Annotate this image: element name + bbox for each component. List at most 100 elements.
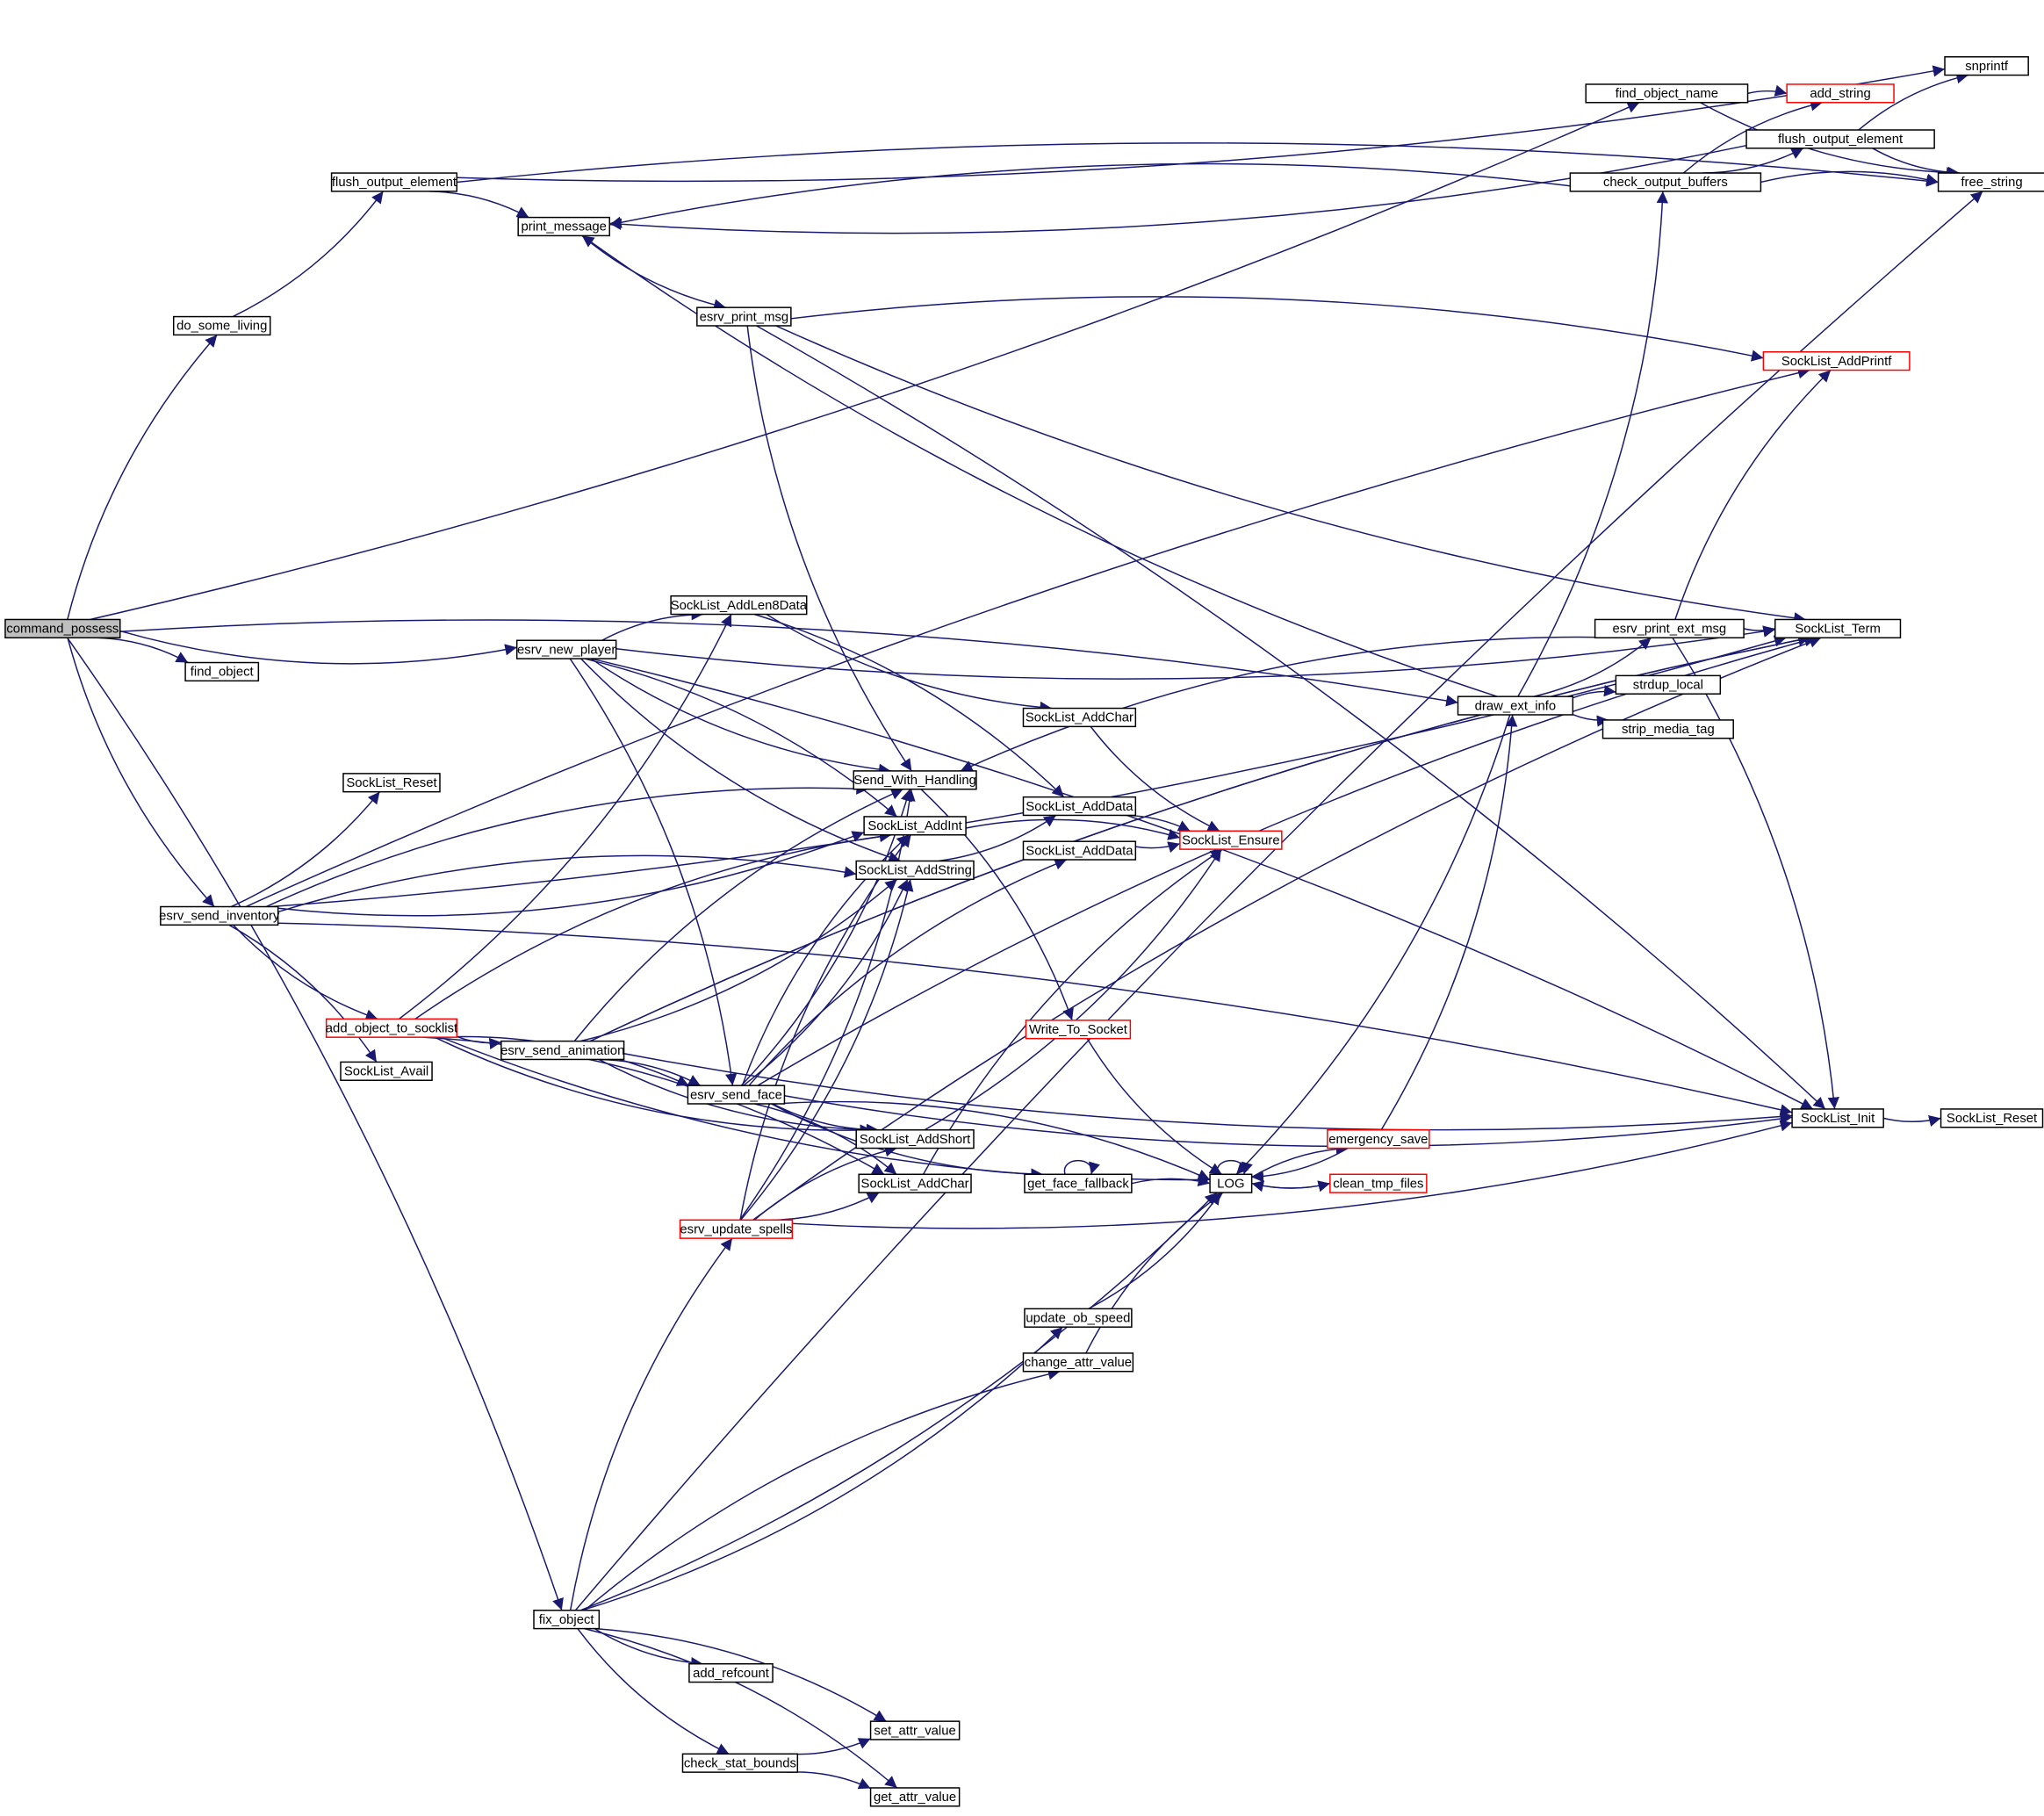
node-find-object[interactable]: find_object — [184, 661, 260, 682]
node-box[interactable] — [1944, 56, 2029, 76]
node-strip-media-tag[interactable]: strip_media_tag — [1601, 719, 1734, 739]
node-socklist-addstring[interactable]: SockList_AddString — [855, 860, 975, 881]
node-draw-ext-info[interactable]: draw_ext_info — [1457, 695, 1574, 716]
node-check-stat-bounds[interactable]: check_stat_bounds — [681, 1753, 799, 1773]
node-box[interactable] — [330, 172, 458, 192]
node-strdup-local[interactable]: strdup_local — [1615, 674, 1722, 695]
node-box[interactable] — [670, 595, 808, 616]
node-box[interactable] — [688, 1662, 774, 1683]
node-esrv-send-face[interactable]: esrv_send_face — [687, 1085, 786, 1105]
node-box[interactable] — [855, 1128, 975, 1149]
node-add-object-to-socklist[interactable]: add_object_to_socklist — [325, 1018, 458, 1038]
node-socklist-reset-b[interactable]: SockList_Reset — [1940, 1108, 2044, 1128]
node-log[interactable]: LOG — [1209, 1173, 1253, 1193]
node-socklist-adddata-b[interactable]: SockList_AddData — [1022, 840, 1137, 861]
node-box[interactable] — [869, 1720, 961, 1740]
node-socklist-reset-a[interactable]: SockList_Reset — [342, 773, 441, 793]
node-box[interactable] — [500, 1040, 625, 1061]
node-box[interactable] — [1022, 840, 1137, 861]
node-emergency-save[interactable]: emergency_save — [1327, 1128, 1430, 1149]
node-box[interactable] — [1585, 83, 1749, 104]
node-flush-output-element-a[interactable]: flush_output_element — [330, 172, 458, 192]
node-box[interactable] — [1179, 830, 1283, 850]
node-box[interactable] — [1594, 618, 1745, 639]
node-box[interactable] — [1786, 83, 1895, 104]
node-get-attr-value[interactable]: get_attr_value — [869, 1787, 961, 1807]
node-box[interactable] — [515, 639, 617, 659]
node-socklist-addchar-a[interactable]: SockList_AddChar — [1022, 707, 1137, 728]
node-update-ob-speed[interactable]: update_ob_speed — [1024, 1308, 1133, 1328]
node-box[interactable] — [340, 1061, 433, 1081]
node-socklist-addint[interactable]: SockList_AddInt — [863, 816, 967, 836]
node-snprintf[interactable]: snprintf — [1944, 56, 2029, 76]
node-box[interactable] — [853, 770, 977, 790]
node-box[interactable] — [679, 1219, 794, 1239]
node-free-string[interactable]: free_string — [1937, 172, 2044, 192]
node-add-refcount[interactable]: add_refcount — [688, 1662, 774, 1683]
node-box[interactable] — [858, 1173, 972, 1193]
node-box[interactable] — [517, 216, 610, 237]
node-box[interactable] — [4, 618, 121, 639]
node-box[interactable] — [342, 773, 441, 793]
node-socklist-init[interactable]: SockList_Init — [1791, 1108, 1884, 1128]
node-box[interactable] — [855, 860, 975, 881]
node-esrv-update-spells[interactable]: esrv_update_spells — [679, 1219, 794, 1239]
node-box[interactable] — [1022, 796, 1137, 817]
node-socklist-adddata-a[interactable]: SockList_AddData — [1022, 796, 1137, 817]
node-box[interactable] — [1025, 1020, 1132, 1040]
node-box[interactable] — [863, 816, 967, 836]
node-box[interactable] — [533, 1610, 601, 1630]
node-box[interactable] — [184, 661, 260, 682]
node-box[interactable] — [687, 1085, 786, 1105]
node-box[interactable] — [1209, 1173, 1253, 1193]
node-socklist-addchar-b[interactable]: SockList_AddChar — [858, 1173, 972, 1193]
node-set-attr-value[interactable]: set_attr_value — [869, 1720, 961, 1740]
node-send-with-handling[interactable]: Send_With_Handling — [853, 770, 977, 790]
node-box[interactable] — [1024, 1308, 1133, 1328]
node-box[interactable] — [1457, 695, 1574, 716]
node-get-face-fallback[interactable]: get_face_fallback — [1024, 1173, 1133, 1193]
node-box[interactable] — [1940, 1108, 2044, 1128]
node-box[interactable] — [325, 1018, 458, 1038]
node-socklist-addprintf[interactable]: SockList_AddPrintf — [1762, 350, 1911, 371]
node-box[interactable] — [1024, 1173, 1133, 1193]
node-box[interactable] — [1022, 1352, 1134, 1373]
node-box[interactable] — [1022, 707, 1137, 728]
node-box[interactable] — [1937, 172, 2044, 192]
node-write-to-socket[interactable]: Write_To_Socket — [1025, 1020, 1132, 1040]
node-socklist-addlen8data[interactable]: SockList_AddLen8Data — [670, 595, 808, 616]
node-esrv-print-msg[interactable]: esrv_print_msg — [696, 306, 792, 327]
node-box[interactable] — [1791, 1108, 1884, 1128]
node-change-attr-value[interactable]: change_attr_value — [1022, 1352, 1134, 1373]
node-box[interactable] — [172, 315, 271, 336]
node-esrv-send-animation[interactable]: esrv_send_animation — [500, 1040, 625, 1061]
node-check-output-buffers[interactable]: check_output_buffers — [1569, 172, 1762, 192]
node-box[interactable] — [1601, 719, 1734, 739]
node-esrv-print-ext-msg[interactable]: esrv_print_ext_msg — [1594, 618, 1745, 639]
node-esrv-send-inventory[interactable]: esrv_send_inventory — [159, 905, 280, 926]
node-socklist-avail[interactable]: SockList_Avail — [340, 1061, 433, 1081]
node-box[interactable] — [1569, 172, 1762, 192]
node-socklist-addshort[interactable]: SockList_AddShort — [855, 1128, 975, 1149]
node-esrv-new-player[interactable]: esrv_new_player — [515, 639, 617, 659]
node-clean-tmp-files[interactable]: clean_tmp_files — [1329, 1173, 1428, 1193]
node-box[interactable] — [1774, 618, 1902, 639]
node-socklist-ensure[interactable]: SockList_Ensure — [1179, 830, 1283, 850]
node-print-message[interactable]: print_message — [517, 216, 610, 237]
node-flush-output-element-b[interactable]: flush_output_element — [1745, 129, 1935, 149]
node-box[interactable] — [1327, 1128, 1430, 1149]
node-box[interactable] — [681, 1753, 799, 1773]
node-box[interactable] — [1745, 129, 1935, 149]
node-box[interactable] — [1762, 350, 1911, 371]
node-fix-object[interactable]: fix_object — [533, 1610, 601, 1630]
node-command-possess[interactable]: command_possess — [4, 618, 121, 639]
node-box[interactable] — [696, 306, 792, 327]
node-box[interactable] — [1329, 1173, 1428, 1193]
node-find-object-name[interactable]: find_object_name — [1585, 83, 1749, 104]
node-box[interactable] — [1615, 674, 1722, 695]
node-box[interactable] — [160, 905, 279, 926]
node-socklist-term[interactable]: SockList_Term — [1774, 618, 1902, 639]
node-do-some-living[interactable]: do_some_living — [172, 315, 271, 336]
node-box[interactable] — [869, 1787, 961, 1807]
node-add-string[interactable]: add_string — [1786, 83, 1895, 104]
